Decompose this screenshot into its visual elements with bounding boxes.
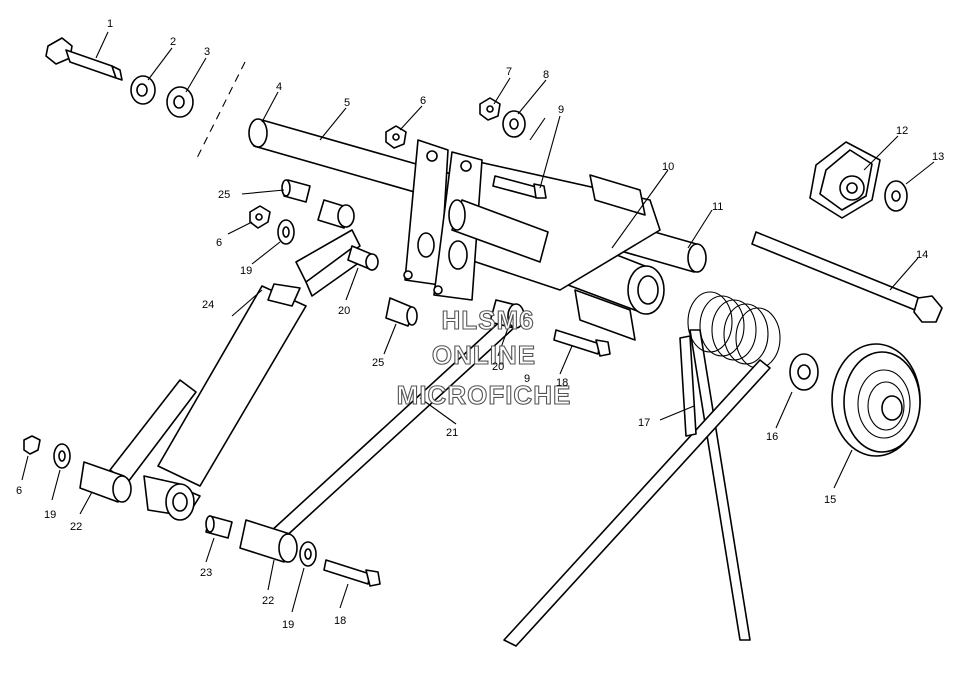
leader (529, 117, 546, 141)
washer-part-13 (884, 180, 908, 212)
washer-part-19-right (299, 541, 317, 567)
washer-part-3 (166, 86, 194, 118)
callout-18-mid: 18 (556, 377, 568, 389)
callout-labels: 1 2 3 4 5 6 6 6 7 8 9 9 10 11 12 13 14 1… (16, 18, 944, 631)
callout-6-mid: 6 (216, 237, 222, 249)
bushing-part-22-right (239, 519, 298, 563)
callout-8: 8 (543, 69, 549, 81)
bolt-part-18-mid (553, 329, 611, 357)
callout-24: 24 (202, 299, 214, 311)
bolt-part-14 (751, 231, 943, 323)
side-plate-left (403, 139, 449, 286)
callout-20-mid: 20 (492, 361, 504, 373)
centerline-dash (195, 61, 246, 161)
torsion-spring-part-17 (503, 291, 781, 647)
callout-9-mid: 9 (524, 373, 530, 385)
callout-21: 21 (446, 427, 458, 439)
nut-part-7 (479, 97, 501, 121)
callout-13: 13 (932, 151, 944, 163)
callout-1: 1 (107, 18, 113, 30)
bushing-part-22-left (79, 461, 132, 503)
spacer-part-20-pivot (317, 199, 355, 229)
bolt-part-9-top (492, 175, 547, 199)
callout-6-left: 6 (16, 485, 22, 497)
callout-9-top: 9 (558, 104, 564, 116)
callout-22-right: 22 (262, 595, 274, 607)
callout-18-low: 18 (334, 615, 346, 627)
slide-block-part-12 (809, 141, 881, 219)
watermark: HLSM6 ONLINE MICROFICHE (396, 304, 572, 410)
bolt-part-18-low (323, 559, 381, 587)
shock-absorber-part-24 (157, 229, 361, 487)
callout-22-left: 22 (70, 521, 82, 533)
washer-part-19-left (53, 443, 71, 469)
callout-6-top: 6 (420, 95, 426, 107)
link-arm-part-21 (269, 299, 525, 541)
washer-part-2 (130, 75, 156, 105)
watermark-line-3: MICROFICHE (397, 380, 572, 410)
callout-17: 17 (638, 417, 650, 429)
callout-2: 2 (170, 36, 176, 48)
callout-19-mid: 19 (240, 265, 252, 277)
bolt-part-1 (45, 37, 123, 81)
callout-25-lower: 25 (372, 357, 384, 369)
callout-10: 10 (662, 161, 674, 173)
callout-7: 7 (506, 66, 512, 78)
leader-lines (21, 31, 935, 613)
bushing-part-20-upper (347, 245, 379, 271)
callout-16: 16 (766, 431, 778, 443)
idler-wheel-part-15 (831, 343, 921, 457)
callout-19-left: 19 (44, 509, 56, 521)
callout-15: 15 (824, 494, 836, 506)
callout-4: 4 (276, 81, 282, 93)
nut-part-6-left (23, 435, 41, 455)
watermark-line-2: ONLINE (432, 340, 536, 370)
callout-11: 11 (712, 201, 723, 213)
washer-part-16 (789, 353, 819, 391)
callout-19-low: 19 (282, 619, 294, 631)
lower-eye (143, 475, 195, 521)
callout-20-upper: 20 (338, 305, 350, 317)
washer-part-19-mid (277, 219, 295, 245)
washer-part-8 (502, 110, 526, 138)
nut-part-6-mid (249, 205, 271, 229)
callout-5: 5 (344, 97, 350, 109)
watermark-line-1: HLSM6 (441, 305, 534, 335)
callout-12: 12 (896, 125, 908, 137)
callout-25-upper: 25 (218, 189, 230, 201)
callout-14: 14 (916, 249, 928, 261)
spacer-part-25-lower (385, 297, 418, 327)
nut-part-6-top (385, 125, 407, 149)
callout-3: 3 (204, 46, 210, 58)
cross-tube (448, 199, 549, 263)
spacer-part-25-upper (281, 179, 311, 203)
callout-23: 23 (200, 567, 212, 579)
spacer-part-23 (205, 515, 233, 539)
